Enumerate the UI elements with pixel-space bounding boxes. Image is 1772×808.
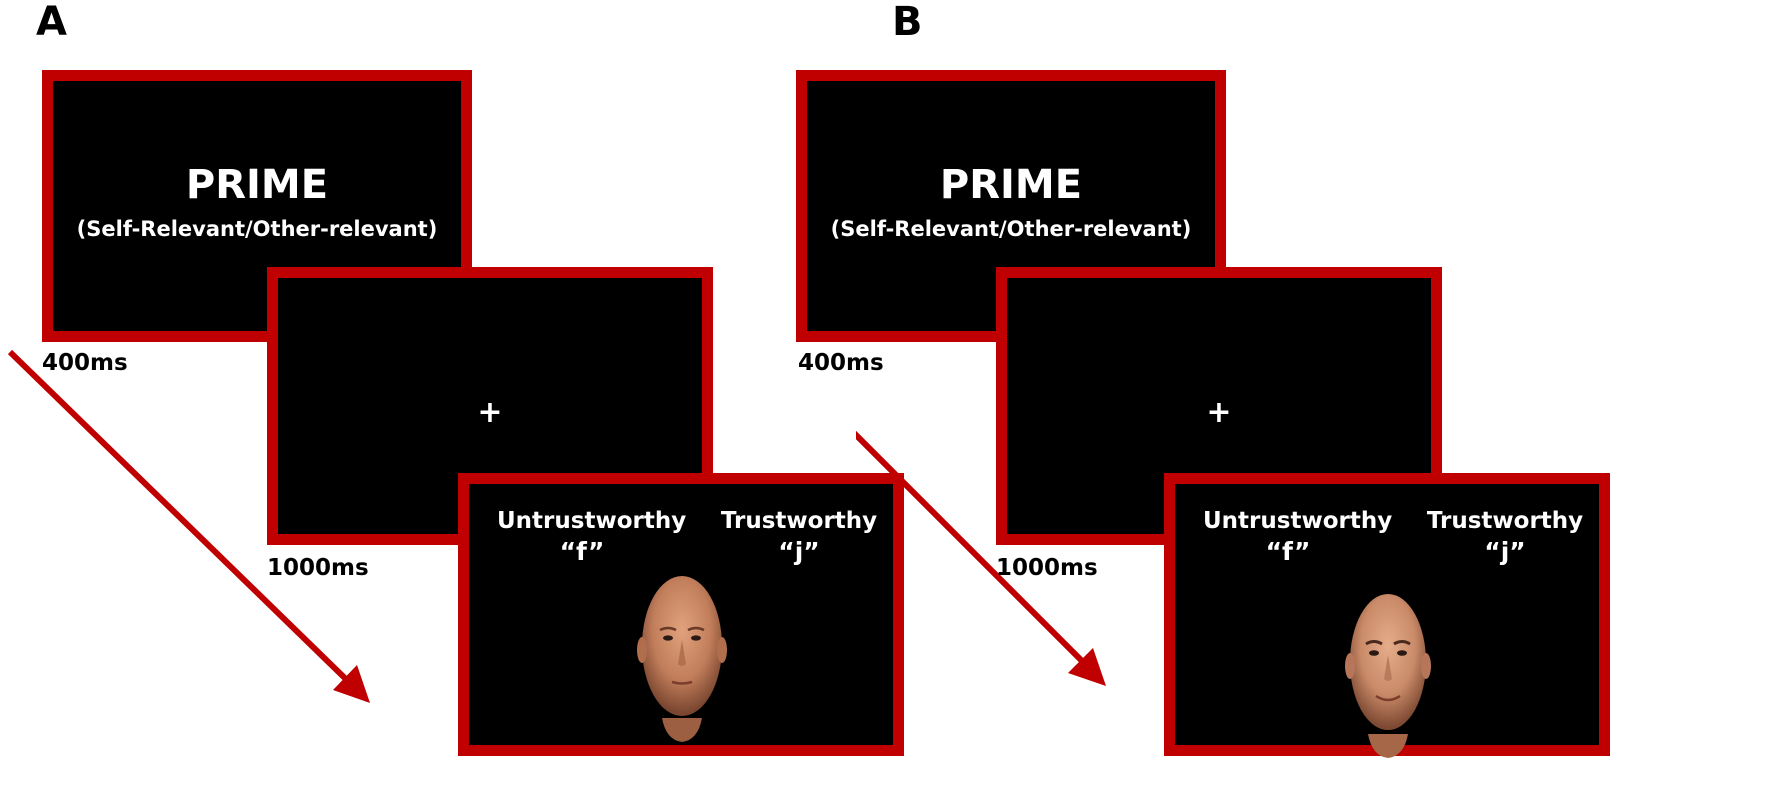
left-response-label: Untrustworthy xyxy=(1203,508,1393,534)
trial-sequence-panel-a: A PRIME (Self-Relevant/Other-relevant) 4… xyxy=(7,0,904,756)
face-stimulus-icon xyxy=(1345,594,1431,758)
trial-sequence-panel-b: B PRIME (Self-Relevant/Other-relevant) 4… xyxy=(796,0,1742,808)
left-response-key: “f” xyxy=(1265,537,1311,566)
prime-duration: 400ms xyxy=(42,350,128,376)
prime-subtitle: (Self-Relevant/Other-relevant) xyxy=(830,217,1192,241)
right-response-key: “j” xyxy=(778,537,820,566)
face-stimulus-icon xyxy=(637,576,727,742)
prime-duration: 400ms xyxy=(798,350,884,376)
fixation-cross: + xyxy=(1206,395,1232,430)
fixation-cross: + xyxy=(477,395,503,430)
face-judgment-screen: Untrustworthy “f” Trustworthy “j” xyxy=(458,473,904,756)
prime-subtitle: (Self-Relevant/Other-relevant) xyxy=(76,217,438,241)
right-response-label: Trustworthy xyxy=(720,508,878,534)
fixation-duration: 1000ms xyxy=(996,555,1098,581)
left-response-key: “f” xyxy=(559,537,605,566)
face-judgment-screen: Untrustworthy “f” Trustworthy “j” xyxy=(1164,473,1610,758)
right-response-key: “j” xyxy=(1484,537,1526,566)
fixation-duration: 1000ms xyxy=(267,555,369,581)
panel-label: A xyxy=(36,0,67,45)
left-response-label: Untrustworthy xyxy=(497,508,687,534)
prime-title: PRIME xyxy=(185,162,329,208)
prime-title: PRIME xyxy=(939,162,1083,208)
right-response-label: Trustworthy xyxy=(1426,508,1584,534)
panel-label: B xyxy=(892,0,923,45)
